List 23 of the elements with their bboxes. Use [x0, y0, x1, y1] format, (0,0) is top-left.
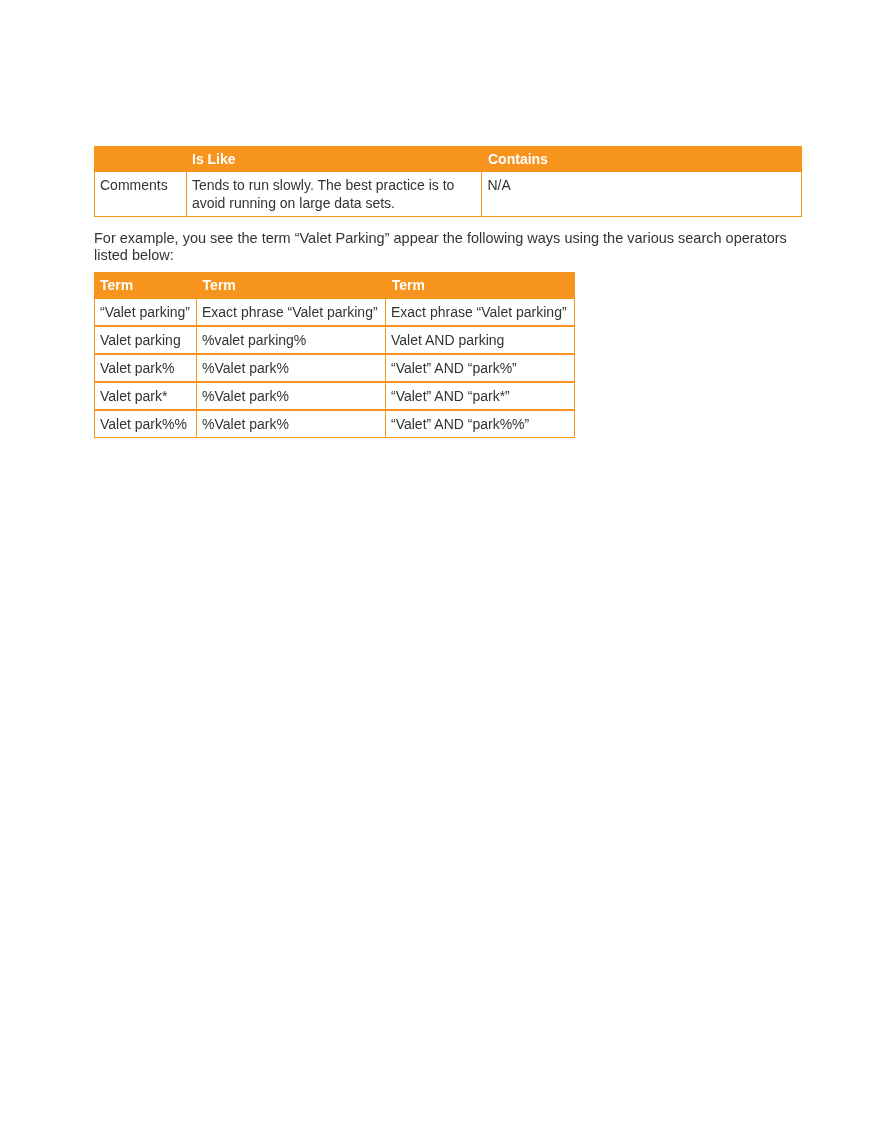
table-cell: “Valet” AND “park%%” [385, 410, 575, 438]
table-cell: %valet parking% [196, 326, 386, 354]
table-cell: Valet park* [94, 382, 197, 410]
table-cell: Valet parking [94, 326, 197, 354]
column-header: Contains [488, 149, 548, 169]
table-cell: “Valet” AND “park*” [385, 382, 575, 410]
table-cell: Exact phrase “Valet parking” [196, 298, 386, 326]
table-cell: Valet park% [94, 354, 197, 382]
column-header: Term [202, 275, 236, 295]
table-cell: “Valet parking” [94, 298, 197, 326]
table-cell: %Valet park% [196, 382, 386, 410]
column-header: Term [100, 275, 134, 295]
table-cell: Exact phrase “Valet parking” [385, 298, 575, 326]
table-cell: N/A [481, 171, 802, 217]
table-cell: Comments [94, 171, 187, 217]
table-cell: “Valet” AND “park%” [385, 354, 575, 382]
table-cell: %Valet park% [196, 410, 386, 438]
table-cell: %Valet park% [196, 354, 386, 382]
table-cell: Valet AND parking [385, 326, 575, 354]
column-header: Term [391, 275, 425, 295]
column-header: Is Like [192, 149, 236, 169]
table-cell: Valet park%% [94, 410, 197, 438]
paragraph: For example, you see the term “Valet Parking” appear the following ways using the various search operators listed below: [94, 230, 788, 264]
